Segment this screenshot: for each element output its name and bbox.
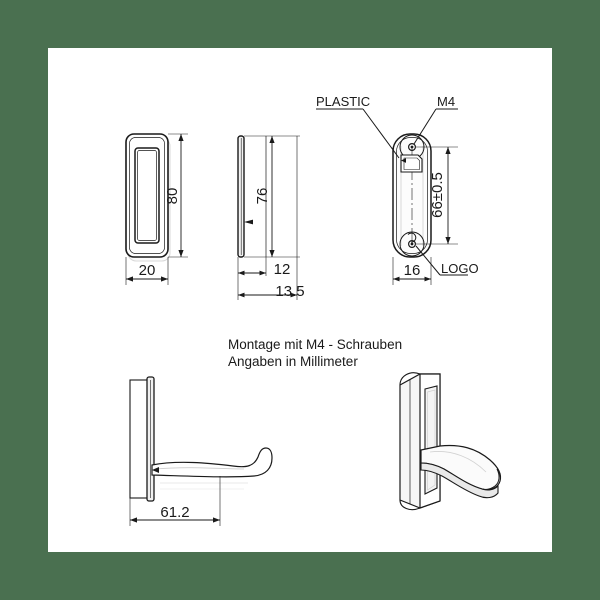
- rear-plastic-insert: [400, 154, 423, 173]
- iso-plate-top-round: [399, 372, 421, 386]
- profile-dim-arrow-left: [130, 517, 137, 523]
- rear-top-screw-hole: [408, 142, 417, 151]
- logo-callout-label: LOGO: [441, 261, 479, 276]
- iso-plate-bottom-round: [399, 499, 421, 511]
- front-dim-width-text: 20: [139, 262, 156, 279]
- profile-attach-marker: [152, 467, 159, 473]
- rear-dim-width-text: 16: [404, 262, 421, 279]
- iso-hook-tip-cap: [481, 468, 501, 491]
- rear-plate-inner-edge: [396, 137, 428, 254]
- isometric-view: [399, 372, 502, 511]
- rear-dim-arrow-width-left: [393, 276, 400, 282]
- profile-hook-arm: [151, 447, 273, 478]
- front-dim-arrow-bottom: [178, 250, 184, 257]
- front-view: 80 20: [125, 133, 188, 285]
- rear-dim-spacing-text: 66±0.5: [429, 172, 446, 218]
- side-view: 76 12 13.5: [237, 135, 305, 300]
- front-dim-arrow-right: [161, 276, 168, 282]
- rear-dim-arrow-width-right: [424, 276, 431, 282]
- side-dim-arrow-top: [269, 136, 275, 143]
- front-plate-bevel: [129, 137, 165, 254]
- side-dim-135-text: 13.5: [275, 283, 304, 300]
- rear-top-screw-center: [410, 145, 414, 149]
- front-dim-arrow-left: [126, 276, 133, 282]
- side-dim-height-text: 76: [254, 188, 271, 205]
- side-hook-stub: [244, 219, 253, 225]
- front-recess-outline: [134, 147, 160, 244]
- rear-plastic-arrow: [401, 158, 406, 163]
- rear-view: 66±0.5 16 PLASTIC M4 LOGO: [316, 94, 479, 285]
- rear-bottom-screw-center: [410, 242, 414, 246]
- rear-plastic-insert-inner: [403, 157, 420, 170]
- technical-drawing-canvas: 80 20: [125, 94, 502, 526]
- m4-callout-leader: [413, 108, 437, 145]
- profile-hook-highlight: [155, 467, 245, 470]
- side-dim-arrow-12-left: [238, 270, 245, 276]
- side-dim-arrow-135-right: [290, 292, 297, 298]
- side-dim-arrow-bottom: [269, 250, 275, 257]
- profile-dim-arrow-right: [213, 517, 220, 523]
- plastic-callout-leader: [362, 108, 400, 159]
- drawing-sheet: 80 20: [48, 48, 552, 552]
- plastic-callout-label: PLASTIC: [316, 94, 370, 109]
- iso-hook-highlight: [429, 451, 487, 473]
- m4-callout-label: M4: [437, 94, 455, 109]
- rear-logo-mark: [407, 232, 417, 243]
- side-dim-12-text: 12: [274, 261, 291, 278]
- profile-dim-text: 61.2: [160, 504, 189, 521]
- front-recess-inner: [137, 150, 157, 241]
- side-dim-arrow-12-right: [259, 270, 266, 276]
- rear-bottom-screw-hole: [408, 240, 417, 249]
- rear-dim-arrow-bottom: [445, 237, 451, 244]
- note-line-2: Angaben in Millimeter: [228, 354, 358, 369]
- side-dim-arrow-135-left: [238, 292, 245, 298]
- notes-block: Montage mit M4 - Schrauben Angaben in Mi…: [228, 337, 402, 369]
- rear-dim-arrow-top: [445, 147, 451, 154]
- iso-hook-arm-side: [420, 462, 499, 499]
- profile-section-view: 61.2: [129, 376, 273, 526]
- front-dim-height-text: 80: [164, 188, 181, 205]
- front-dim-arrow-top: [178, 134, 184, 141]
- note-line-1: Montage mit M4 - Schrauben: [228, 337, 402, 352]
- logo-callout-leader: [415, 245, 441, 276]
